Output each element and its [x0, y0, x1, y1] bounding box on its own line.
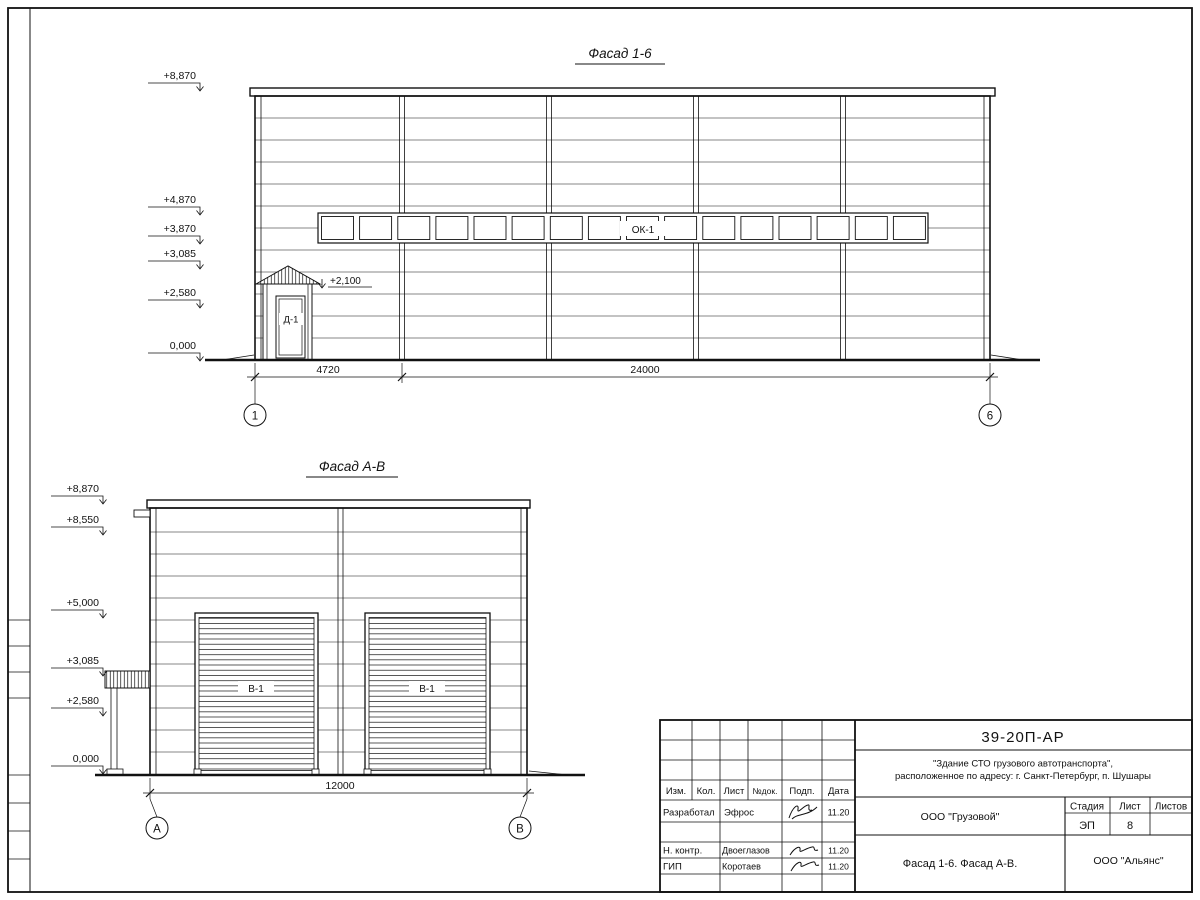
elevation-mark: +8,870 [164, 70, 197, 82]
signature-1 [788, 804, 818, 820]
canopy-elevation: +2,100 [330, 276, 361, 287]
row-name: Эфрос [724, 808, 754, 819]
elevation-mark: 0,000 [170, 340, 196, 352]
elevation-mark: +3,085 [67, 655, 100, 667]
facade-a-v-dimensions: 12000 [143, 778, 534, 799]
window-band-ok1: ОК-1 [317, 212, 929, 244]
project-name-line1: "Здание СТО грузового автотранспорта", [933, 759, 1113, 770]
col-data: Дата [828, 786, 850, 797]
organization: ООО "Альянс" [1093, 855, 1163, 867]
level-symbols [51, 495, 107, 775]
elevation-mark: 0,000 [73, 753, 99, 765]
door-label: Д-1 [284, 315, 299, 326]
ground-line [95, 770, 585, 777]
elevation-mark: +4,870 [164, 194, 197, 206]
row-name: Двоеглазов [722, 846, 770, 856]
axis-label-1: 1 [252, 411, 258, 423]
axis-circle-a [145, 816, 169, 840]
doc-number: 39-20П-АР [981, 729, 1064, 746]
ground-line [205, 354, 1040, 362]
sheet-frame [7, 7, 1193, 893]
side-canopy [104, 670, 151, 776]
col-izm: Изм. [666, 786, 686, 797]
dimension-4720: 4720 [316, 364, 340, 376]
row-role: ГИП [663, 862, 682, 873]
window-band-label: ОК-1 [632, 225, 655, 236]
dimension-24000: 24000 [630, 364, 659, 376]
entrance-door-d1: Д-1 +2,100 [254, 265, 372, 361]
row-name: Коротаев [722, 862, 761, 872]
col-podp: Подп. [789, 786, 814, 797]
level-symbol [318, 279, 372, 289]
label-halo [409, 681, 445, 695]
elevation-mark: +2,580 [164, 287, 197, 299]
sheet-number: 8 [1127, 820, 1133, 832]
axis-label-a: А [153, 824, 161, 836]
elevation-mark: +8,870 [67, 483, 100, 495]
facade-1-6-axes: 1 6 [243, 383, 1002, 427]
gate-label: В-1 [248, 684, 264, 695]
signature-2 [789, 846, 819, 856]
axis-label-b: В [516, 824, 524, 836]
label-halo [620, 221, 666, 236]
row-role: Разработал [663, 808, 715, 819]
facade-a-v: Фасад А-В В-1 В-1 [51, 459, 585, 840]
row-role: Н. контр. [663, 846, 702, 857]
col-ndok: №док. [753, 786, 778, 796]
dimension-12000: 12000 [325, 780, 354, 792]
project-name-line2: расположенное по адресу: г. Санкт-Петерб… [895, 771, 1151, 782]
facade-1-6-title: Фасад 1-6 [588, 46, 652, 61]
facade-a-v-title: Фасад А-В [319, 459, 385, 474]
axis-circle-b [508, 816, 532, 840]
signatures [788, 804, 820, 872]
title-block-grid [659, 719, 1193, 893]
facade-a-v-elevation-marks: +8,870 +8,550 +5,000 +3,085 +2,580 0,000 [51, 483, 107, 775]
label-halo [279, 313, 304, 325]
door-canopy [254, 265, 322, 285]
axis-circle-1 [243, 403, 267, 427]
row-date: 11.20 [828, 862, 849, 872]
sheet-title: Фасад 1-6. Фасад А-В. [903, 858, 1018, 870]
gate-v1-right: В-1 [363, 612, 492, 776]
facade-1-6-dimensions: 4720 24000 [247, 363, 998, 383]
label-halo [238, 681, 274, 695]
axis-label-6: 6 [987, 411, 993, 423]
col-kol: Кол. [697, 786, 716, 797]
elevation-mark: +3,870 [164, 223, 197, 235]
stage-header: Стадия [1070, 802, 1104, 813]
level-symbols [148, 82, 204, 362]
facade-1-6: Фасад 1-6 ОК-1 [148, 46, 1040, 427]
sheet-header: Лист [1119, 802, 1141, 813]
elevation-mark: +5,000 [67, 597, 100, 609]
facade-1-6-elevation-marks: +8,870 +4,870 +3,870 +3,085 +2,580 0,000 [148, 70, 204, 362]
sheets-header: Листов [1155, 802, 1188, 813]
col-list: Лист [724, 786, 745, 797]
row-date: 11.20 [828, 808, 850, 818]
elevation-mark: +2,580 [67, 695, 100, 707]
gate-v1-left: В-1 [193, 612, 320, 776]
facade-a-v-axes: А В [145, 798, 532, 840]
elevation-mark: +3,085 [164, 248, 197, 260]
signature-3 [790, 861, 820, 872]
axis-circle-6 [978, 403, 1002, 427]
title-block: 39-20П-АР "Здание СТО грузового автотран… [659, 719, 1193, 893]
roof-stub [133, 509, 151, 518]
customer: ООО "Грузовой" [921, 811, 1000, 823]
stage-value: ЭП [1079, 820, 1095, 832]
elevation-mark: +8,550 [67, 514, 100, 526]
gate-label: В-1 [419, 684, 435, 695]
row-date: 11.20 [828, 846, 849, 856]
door-leaf [275, 295, 306, 359]
